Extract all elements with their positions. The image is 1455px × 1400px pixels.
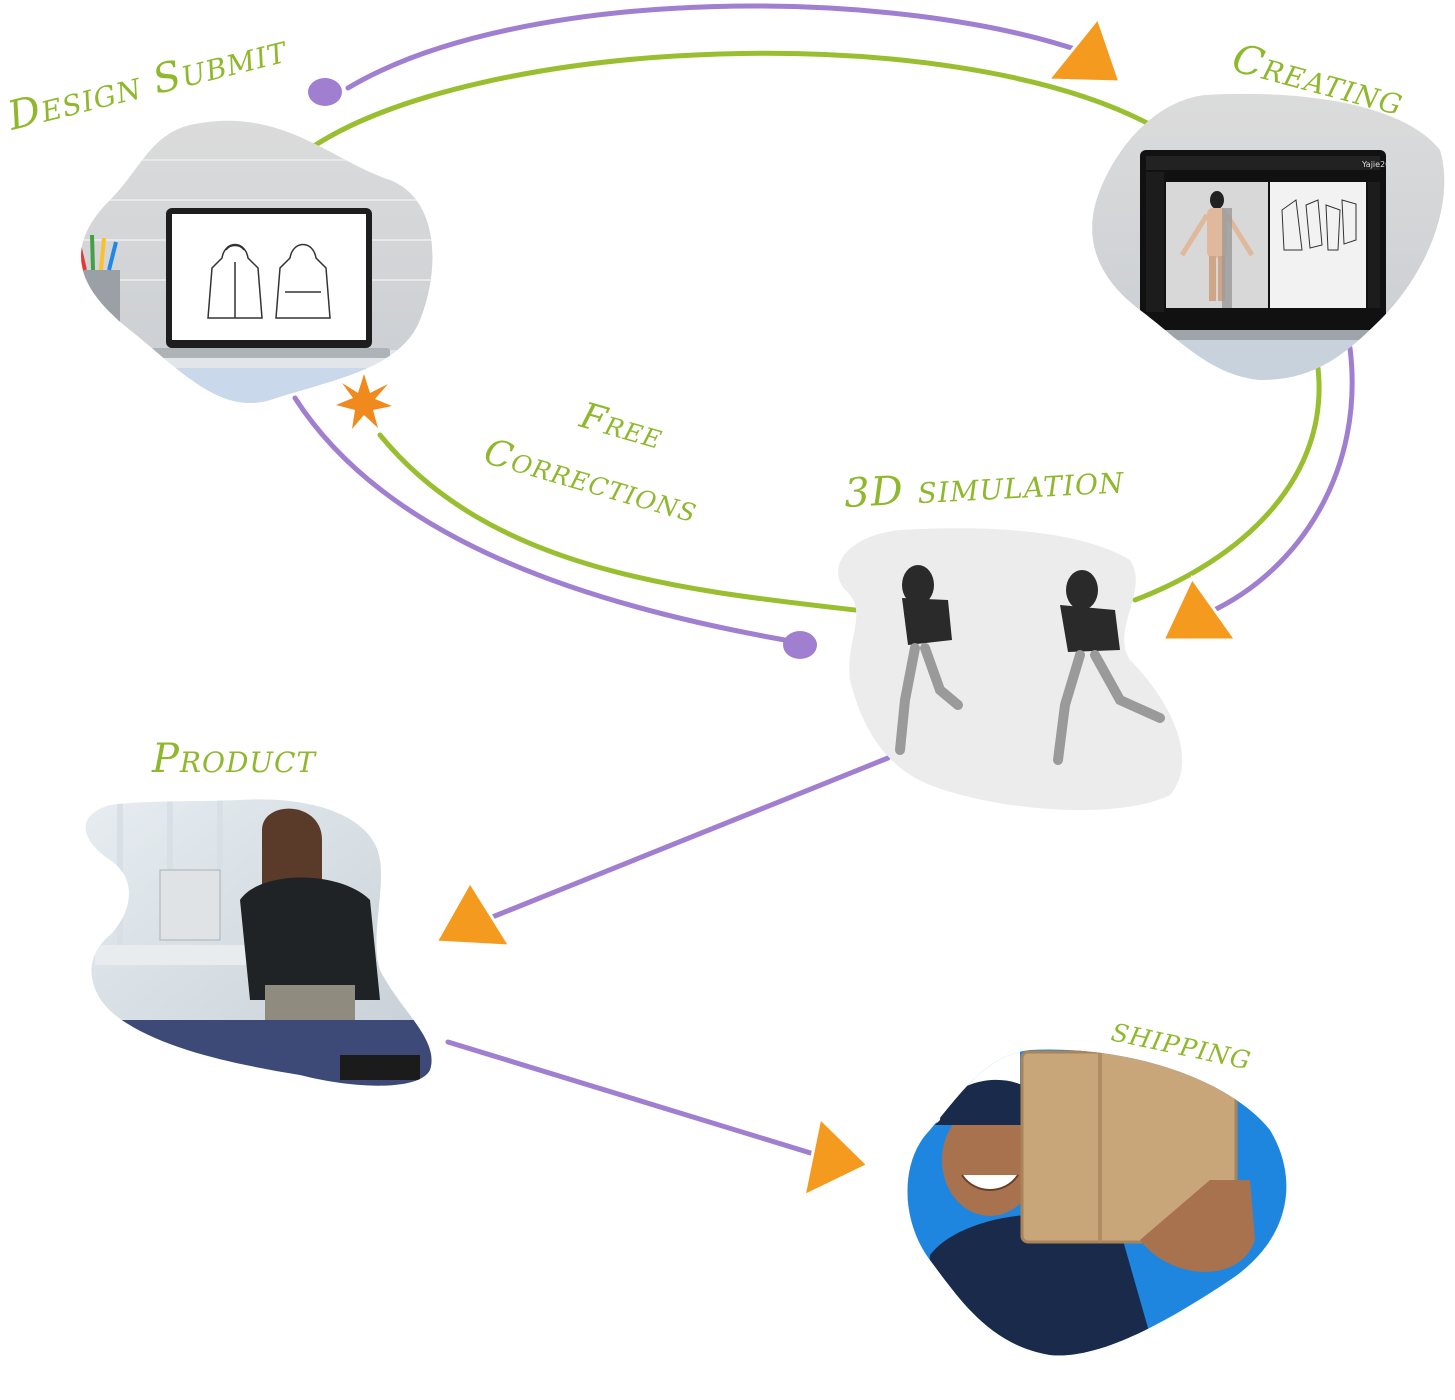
label-free-corrections-1: Free	[575, 395, 668, 458]
connector-sim-to-design-purple	[292, 395, 788, 643]
label-product: Product	[151, 736, 317, 782]
label-free-corrections-2: Corrections	[480, 431, 703, 531]
simulation-image	[838, 528, 1183, 811]
arrow-to-creating	[1044, 14, 1123, 84]
shipping-image	[907, 1049, 1287, 1356]
screen-brand-text: Yajie20	[1361, 160, 1390, 169]
connector-design-to-creating-green	[302, 50, 1163, 155]
connector-creating-to-sim-purple	[1207, 345, 1355, 615]
arrow-to-shipping	[801, 1115, 871, 1199]
connector-lines	[292, 3, 1355, 1165]
arrow-to-product	[433, 879, 513, 948]
star-burst-icon	[336, 374, 392, 429]
connector-dot-sim	[783, 631, 817, 659]
connector-dot-design	[308, 78, 342, 106]
connector-sim-to-product	[477, 755, 891, 925]
connector-design-to-creating-purple	[345, 3, 1095, 91]
connector-sim-to-design-green	[377, 432, 858, 613]
creating-image: Yajie20	[1092, 93, 1445, 381]
label-simulation: 3D simulation	[843, 456, 1126, 517]
product-image	[85, 799, 432, 1086]
connector-product-to-shipping	[445, 1039, 843, 1165]
design-submit-image	[81, 120, 433, 403]
connector-creating-to-sim-green	[1132, 365, 1322, 603]
arrow-to-simulation	[1160, 575, 1239, 642]
